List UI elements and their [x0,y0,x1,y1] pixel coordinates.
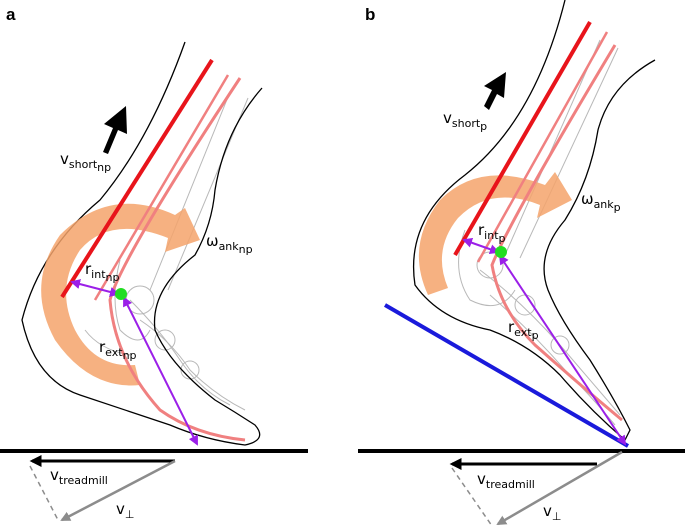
panel-b: b [358,0,685,527]
panel-a-vperp-arrow [60,459,176,522]
panel-a-rint-label: rintnp [85,260,119,284]
panel-a-vshort-arrow [103,106,127,154]
panel-a-omega-label: ωanknp [206,232,253,256]
panel-a-muscle-light-2 [108,77,246,442]
panel-a: a vs [0,5,308,522]
panel-a-vtreadmill-label: vtreadmill [50,466,108,487]
panel-a-vshort-label: vshortnp [60,150,111,174]
panel-a-muscle-line [60,58,214,299]
panel-b-vperp-arrow [496,450,623,526]
panel-b-letter: b [365,5,375,24]
panel-b-rint-arrow [462,237,500,255]
panel-b-dashed-component [451,467,493,527]
panel-b-muscle-line [453,20,592,257]
panel-a-letter: a [6,5,16,24]
panel-a-ankle-joint [115,288,127,300]
panel-a-dashed-component [29,465,59,521]
panel-b-vperp-label: v⊥ [543,502,561,523]
panel-b-vshort-arrow [484,72,506,110]
panel-b-omega-label: ωankp [581,190,621,214]
panel-a-rint-arrow [70,279,120,297]
panel-b-muscle-light-2 [490,44,623,422]
panel-a-rext-arrow [123,296,198,446]
panel-b-rext-label: rextp [508,318,539,342]
panel-b-muscle-light-1 [476,31,609,263]
panel-b-vshort-label: vshortp [443,109,487,133]
panel-b-vtreadmill-label: vtreadmill [477,470,535,491]
panel-b-ankle-joint [495,246,507,258]
panel-b-rint-label: rintp [478,221,506,245]
panel-b-rotation-arrow [418,172,572,295]
panel-a-vperp-label: v⊥ [116,500,134,521]
panel-b-rext-arrow [498,254,627,446]
panel-a-rotation-arrow [41,203,201,386]
panel-b-ground-reaction-line [383,303,630,448]
panel-a-rext-label: rextnp [99,338,137,362]
panel-a-muscle-light-1 [93,74,230,301]
